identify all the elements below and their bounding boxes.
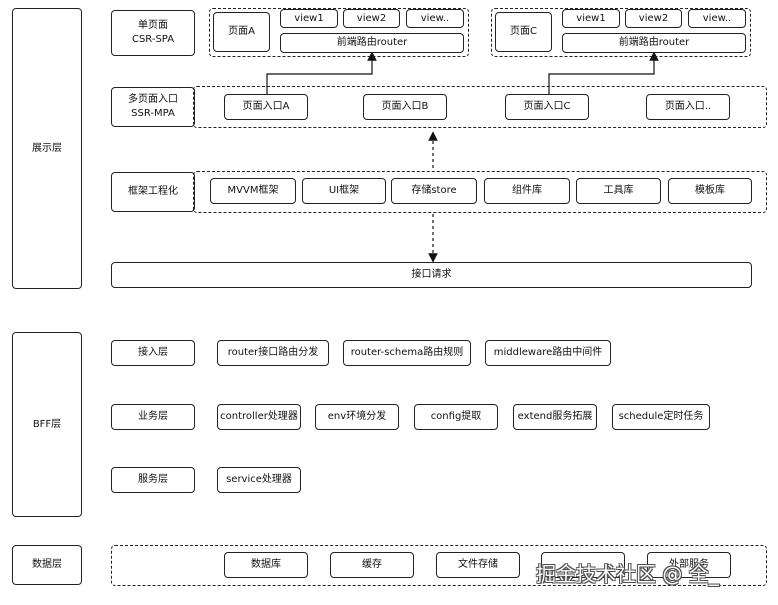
data-cache: 缓存	[330, 552, 414, 578]
page-a: 页面A	[213, 12, 270, 52]
mpa-entry-c: 页面入口C	[505, 94, 589, 120]
data-database: 数据库	[224, 552, 308, 578]
bff-business-schedule: schedule定时任务	[612, 404, 710, 430]
bff-access-router-label: router接口路由分发	[227, 347, 319, 358]
layer-data: 数据层	[12, 545, 82, 585]
bff-business-extend-label: extend服务拓展	[517, 411, 593, 422]
view-c-3: view..	[688, 9, 746, 28]
data-hidden-item	[541, 552, 625, 578]
data-external-service: 外部服务	[647, 552, 731, 578]
view-c-1-label: view1	[576, 12, 606, 24]
api-request-label: 接口请求	[411, 269, 452, 280]
view-a-1-label: view1	[294, 12, 324, 24]
mpa-group	[193, 86, 767, 128]
layer-bff-label: BFF层	[32, 418, 62, 430]
bff-access-title: 接入层	[111, 340, 195, 366]
view-c-2: view2	[625, 9, 682, 28]
page-c: 页面C	[495, 12, 552, 52]
mpa-entry-more-label: 页面入口..	[664, 101, 712, 112]
mpa-entry-more: 页面入口..	[646, 94, 730, 120]
data-cache-label: 缓存	[362, 559, 382, 570]
bff-service-title-label: 服务层	[138, 474, 168, 485]
framework-templates-label: 模板库	[695, 185, 725, 196]
framework-store-label: 存储store	[411, 185, 457, 196]
router-c: 前端路由router	[562, 33, 746, 53]
bff-business-controller: controller处理器	[217, 404, 301, 430]
view-a-1: view1	[280, 9, 338, 28]
bff-service-title: 服务层	[111, 467, 195, 493]
mpa-title-line2: SSR-MPA	[131, 108, 175, 119]
layer-data-label: 数据层	[32, 559, 62, 570]
framework-tools-label: 工具库	[603, 185, 634, 196]
framework-tools: 工具库	[576, 178, 661, 204]
router-a-label: 前端路由router	[336, 37, 408, 48]
data-external-service-label: 外部服务	[669, 559, 709, 570]
framework-templates: 模板库	[668, 178, 752, 204]
page-c-label: 页面C	[510, 26, 537, 37]
bff-business-title-label: 业务层	[138, 411, 168, 422]
spa-title-line2: CSR-SPA	[131, 34, 175, 45]
view-c-2-label: view2	[638, 12, 669, 24]
framework-store: 存储store	[391, 178, 477, 204]
bff-business-extend: extend服务拓展	[513, 404, 597, 430]
framework-title-label: 框架工程化	[128, 186, 178, 197]
bff-business-controller-label: controller处理器	[220, 411, 298, 422]
router-c-label: 前端路由router	[618, 37, 690, 48]
bff-access-title-label: 接入层	[138, 347, 168, 358]
view-a-3: view..	[406, 9, 464, 28]
bff-access-middleware-label: middleware路由中间件	[493, 347, 603, 358]
framework-group	[193, 171, 767, 213]
view-a-2-label: view2	[356, 12, 387, 24]
framework-mvvm-label: MVVM框架	[227, 185, 279, 196]
layer-display-label: 展示层	[32, 142, 62, 154]
spa-title: 单页面 CSR-SPA	[111, 10, 195, 56]
framework-ui: UI框架	[302, 178, 386, 204]
mpa-entry-a-label: 页面入口A	[242, 101, 290, 112]
framework-components: 组件库	[484, 178, 570, 204]
view-c-3-label: view..	[702, 12, 732, 24]
bff-business-env: env环境分发	[315, 404, 399, 430]
data-file-storage: 文件存储	[436, 552, 520, 578]
mpa-entry-a: 页面入口A	[224, 94, 308, 120]
framework-mvvm: MVVM框架	[210, 178, 296, 204]
bff-service-handler-label: service处理器	[226, 474, 292, 485]
bff-service-handler: service处理器	[217, 467, 301, 493]
layer-display: 展示层	[12, 8, 82, 289]
bff-access-router: router接口路由分发	[217, 340, 329, 366]
arrow-entry-c-to-router-c	[548, 51, 659, 94]
bff-access-schema: router-schema路由规则	[343, 340, 471, 366]
mpa-entry-b: 页面入口B	[363, 94, 447, 120]
layer-bff: BFF层	[12, 332, 82, 517]
mpa-entry-c-label: 页面入口C	[523, 101, 571, 112]
bff-business-env-label: env环境分发	[327, 411, 387, 422]
mpa-title: 多页面入口 SSR-MPA	[111, 87, 195, 127]
data-file-storage-label: 文件存储	[458, 559, 498, 570]
spa-group-a	[209, 8, 469, 57]
bff-business-config: config提取	[414, 404, 498, 430]
router-a: 前端路由router	[280, 33, 464, 53]
api-request: 接口请求	[111, 262, 752, 288]
page-a-label: 页面A	[228, 26, 255, 37]
arrow-entry-a-to-router-a	[266, 51, 377, 94]
framework-title: 框架工程化	[111, 172, 195, 212]
data-database-label: 数据库	[251, 559, 281, 570]
view-a-2: view2	[343, 9, 400, 28]
spa-group-c	[491, 8, 751, 57]
bff-business-config-label: config提取	[430, 411, 482, 422]
framework-ui-label: UI框架	[328, 185, 360, 196]
framework-components-label: 组件库	[512, 185, 542, 196]
spa-title-line1: 单页面	[138, 20, 168, 31]
watermark: 掘金技术社区 @ 全_	[536, 562, 719, 586]
mpa-title-line1: 多页面入口	[128, 94, 178, 105]
view-a-3-label: view..	[420, 12, 450, 24]
bff-access-middleware: middleware路由中间件	[485, 340, 611, 366]
view-c-1: view1	[562, 9, 620, 28]
bff-business-schedule-label: schedule定时任务	[618, 411, 704, 422]
bff-access-schema-label: router-schema路由规则	[350, 347, 464, 358]
bff-business-title: 业务层	[111, 404, 195, 430]
mpa-entry-b-label: 页面入口B	[381, 101, 429, 112]
data-group	[111, 545, 767, 586]
